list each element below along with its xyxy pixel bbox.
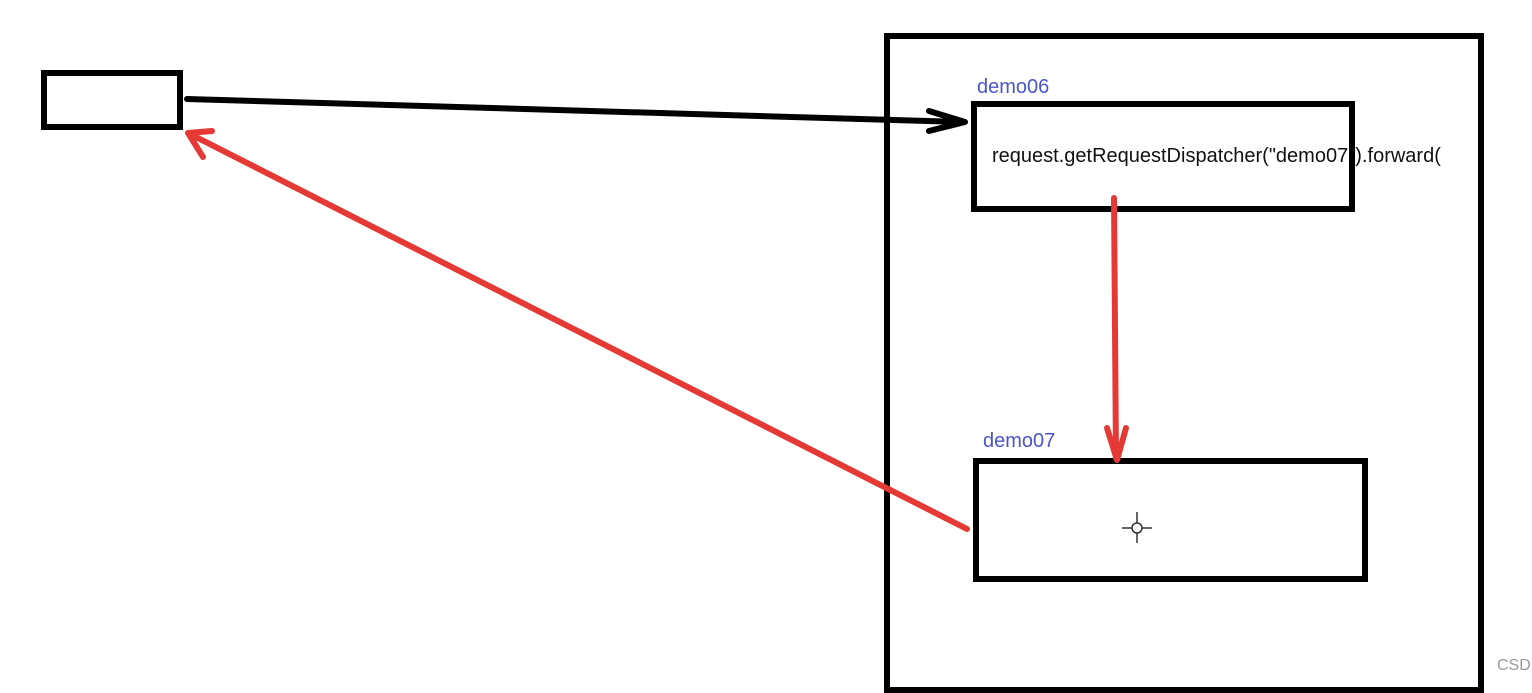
demo06-label: demo06 [977, 76, 1050, 98]
demo07-box [973, 458, 1368, 582]
red-return-arrow-head [185, 128, 215, 160]
forward-code-text: request.getRequestDispatcher("demo07").f… [992, 145, 1441, 167]
edge-client-to-demo06 [184, 96, 968, 134]
red-return-arrow-line [187, 131, 970, 532]
black-arrow-line [184, 96, 965, 125]
demo07-label: demo07 [983, 430, 1056, 452]
watermark-text: CSD [1497, 657, 1531, 674]
client-box [41, 70, 183, 130]
demo06-box [971, 101, 1355, 212]
edge-demo07-to-client [185, 128, 970, 532]
